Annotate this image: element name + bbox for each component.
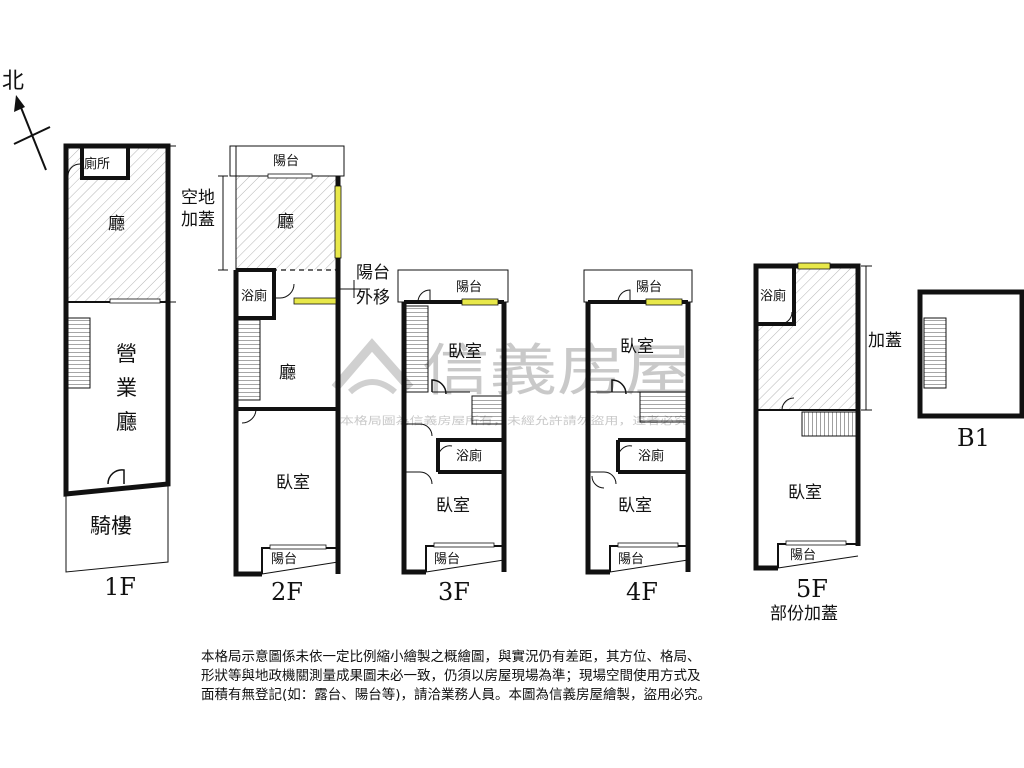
room-label-business-hall-1: 營 bbox=[116, 342, 137, 366]
room-label-bathroom: 浴廁 bbox=[760, 288, 786, 304]
room-label-toilet: 廁所 bbox=[84, 156, 110, 172]
balcony-bottom-label: 陽台 bbox=[790, 548, 816, 563]
annotation-partial-addition: 部份加蓋 bbox=[770, 604, 838, 624]
room-label-bedroom-bottom: 臥室 bbox=[436, 496, 470, 516]
watermark-notice: 本格局圖為信義房屋所有，未經允許請勿盜用，違者必究 bbox=[340, 414, 689, 427]
room-label-hall: 廳 bbox=[279, 363, 296, 383]
room-label-bathroom: 浴廁 bbox=[456, 448, 482, 464]
room-label-hall: 廳 bbox=[108, 214, 125, 234]
disclaimer: 本格局示意圖係未依一定比例縮小繪製之概繪圖，與實況仍有差距，其方位、格局、 形狀… bbox=[201, 648, 841, 705]
balcony-bottom-label: 陽台 bbox=[618, 552, 644, 567]
north-arrow-icon bbox=[13, 95, 51, 171]
balcony-top-label: 陽台 bbox=[636, 280, 662, 295]
balcony-bottom-label: 陽台 bbox=[434, 552, 460, 567]
watermark-logo-icon bbox=[331, 338, 414, 395]
floor-3f: 陽台 臥室 浴廁 臥室 陽台 3F bbox=[397, 269, 509, 606]
balcony-top-label: 陽台 bbox=[456, 280, 482, 295]
floor-label-5f: 5F bbox=[796, 575, 828, 603]
room-label-bathroom: 浴廁 bbox=[241, 288, 267, 304]
disclaimer-line-2: 形狀等與地政機關測量成果圖未必一致，仍須以房屋現場為準；現場空間使用方式及 bbox=[201, 668, 701, 684]
floor-label-1f: 1F bbox=[104, 573, 136, 601]
disclaimer-line-3: 面積有無登記(如：露台、陽台等)，請洽業務人員。本圖為信義房屋繪製，盜用必究。 bbox=[201, 687, 712, 703]
annotation-balcony-moved-2: 外移 bbox=[356, 288, 390, 308]
floor-label-b1: B1 bbox=[957, 424, 990, 452]
room-label-business-hall-3: 廳 bbox=[116, 410, 137, 434]
room-label-bathroom: 浴廁 bbox=[638, 448, 664, 464]
floor-label-4f: 4F bbox=[626, 578, 658, 606]
room-label-bedroom-bottom: 臥室 bbox=[618, 496, 652, 516]
floor-label-3f: 3F bbox=[438, 578, 470, 606]
floor-1f: 廁所 廳 營 業 廳 騎樓 1F bbox=[63, 143, 176, 601]
room-label-bedroom: 臥室 bbox=[788, 483, 822, 503]
watermark: 信義房屋 本格局圖為信義房屋所有，未經允許請勿盜用，違者必究 bbox=[331, 338, 692, 427]
balcony-bottom-label: 陽台 bbox=[271, 552, 297, 567]
annotation-annex-1: 空地 bbox=[181, 188, 215, 208]
floor-2f: 陽台 廳 空地 加蓋 陽台 外移 浴廁 廳 臥室 陽台 2F bbox=[181, 145, 390, 606]
room-label-hall-top: 廳 bbox=[277, 212, 294, 232]
room-label-bedroom-top: 臥室 bbox=[620, 337, 654, 357]
room-label-bedroom: 臥室 bbox=[276, 473, 310, 493]
compass: 北 bbox=[2, 69, 51, 171]
floor-4f: 陽台 臥室 浴廁 臥室 陽台 4F bbox=[583, 269, 693, 606]
room-label-arcade: 騎樓 bbox=[90, 514, 132, 538]
floor-5f: 浴廁 加蓋 臥室 陽台 5F 部份加蓋 bbox=[753, 262, 902, 624]
room-label-business-hall-2: 業 bbox=[116, 376, 137, 400]
room-label-bedroom-top: 臥室 bbox=[448, 342, 482, 362]
floor-label-2f: 2F bbox=[271, 578, 303, 606]
north-label: 北 bbox=[2, 69, 24, 94]
annotation-addition: 加蓋 bbox=[868, 331, 902, 351]
annotation-balcony-moved-1: 陽台 bbox=[356, 263, 390, 283]
disclaimer-line-1: 本格局示意圖係未依一定比例縮小繪製之概繪圖，與實況仍有差距，其方位、格局、 bbox=[201, 649, 701, 665]
floor-b1: B1 bbox=[917, 289, 1024, 452]
balcony-top-label: 陽台 bbox=[273, 154, 299, 169]
annotation-annex-2: 加蓋 bbox=[181, 210, 215, 230]
